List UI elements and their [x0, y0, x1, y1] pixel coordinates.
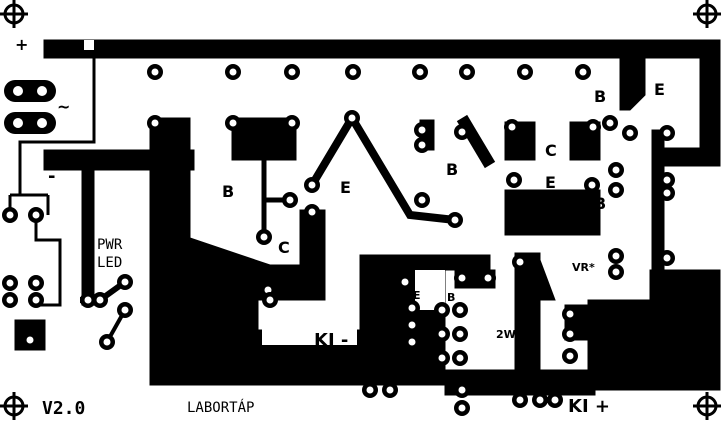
pad-drill-hole — [386, 386, 394, 394]
pad-drill-hole — [456, 306, 464, 314]
pad-drill-hole — [521, 68, 529, 76]
solder-pads — [4, 80, 56, 134]
mounting-holes — [0, 0, 721, 420]
pad-drill-hole — [612, 166, 620, 174]
pad-drill-hole — [32, 296, 40, 304]
pad-drill-hole — [6, 296, 14, 304]
through-hole-pads — [2, 64, 675, 416]
pad-drill-hole — [151, 119, 159, 127]
input-minus-label: - — [48, 166, 55, 187]
pad-drill-hole — [260, 233, 268, 241]
pad-drill-hole — [458, 386, 466, 394]
output-plus-label: KI + — [568, 396, 610, 417]
t5-b-label: B — [447, 291, 455, 304]
pad-drill-hole — [229, 68, 237, 76]
t3-e-label: E — [654, 80, 665, 99]
pad-drill-hole — [663, 189, 671, 197]
pad-drill-hole — [508, 123, 516, 131]
pad-drill-hole — [458, 404, 466, 412]
pad-drill-hole — [288, 68, 296, 76]
pad-drill-hole — [418, 141, 426, 149]
resistor-rating-label: 2W — [496, 328, 516, 341]
pad-drill-hole — [401, 278, 409, 286]
pad-drill-hole — [408, 304, 416, 312]
t5-c-label: C — [436, 374, 444, 387]
pad-drill-hole — [286, 196, 294, 204]
pad-drill-hole — [308, 181, 316, 189]
version-label: V2.0 — [42, 398, 85, 419]
pad-drill-hole — [438, 330, 446, 338]
ac-symbol: ~ — [57, 97, 70, 116]
pad-drill-hole — [612, 186, 620, 194]
pad-drill-hole — [612, 252, 620, 260]
pad-drill-hole — [451, 216, 459, 224]
pad-drill-hole — [589, 123, 597, 131]
pad-drill-hole — [266, 296, 274, 304]
pad-drill-hole — [456, 330, 464, 338]
pad-drill-hole — [663, 254, 671, 262]
pad-drill-hole — [566, 310, 574, 318]
pad-drill-hole — [626, 129, 634, 137]
pad-drill-hole — [606, 119, 614, 127]
t2-b-label: B — [446, 160, 458, 179]
pad-drill-hole — [418, 196, 426, 204]
pad-drill-hole — [438, 306, 446, 314]
t1-c-label: C — [278, 238, 290, 257]
pad-drill-hole — [229, 119, 237, 127]
t1-b-label: B — [222, 182, 234, 201]
t1-e-label: E — [340, 178, 351, 197]
pad-drill-hole — [96, 296, 104, 304]
pad-drill-hole — [103, 338, 111, 346]
pad-drill-hole — [566, 352, 574, 360]
t2-e-label: E — [545, 173, 556, 192]
pad-drill-hole — [663, 129, 671, 137]
pad-drill-hole — [612, 268, 620, 276]
input-plus-label: + — [15, 35, 28, 54]
t2-c-label: C — [545, 141, 557, 160]
pad-drill-hole — [458, 128, 466, 136]
pad-drill-hole — [484, 274, 492, 282]
pad-drill-hole — [463, 68, 471, 76]
pad-drill-hole — [32, 279, 40, 287]
pad-drill-hole — [536, 396, 544, 404]
pad-drill-hole — [121, 306, 129, 314]
pad-drill-hole — [566, 330, 574, 338]
led-label: LED — [97, 255, 122, 271]
pad-drill-hole — [366, 386, 374, 394]
pad-drill-hole — [151, 68, 159, 76]
pad-drill-hole — [349, 68, 357, 76]
pad-drill-hole — [516, 396, 524, 404]
pwr-label: PWR — [97, 237, 123, 253]
pad-drill-hole — [579, 68, 587, 76]
pad-drill-hole — [408, 321, 416, 329]
pad-drill-hole — [456, 354, 464, 362]
pad-drill-hole — [663, 176, 671, 184]
output-minus-label: KI - — [314, 330, 348, 351]
pad-drill-hole — [84, 296, 92, 304]
pad-drill-hole — [510, 176, 518, 184]
t3-b-label: B — [594, 87, 606, 106]
pad-drill-hole — [551, 396, 559, 404]
pad-drill-hole — [6, 211, 14, 219]
pad-drill-hole — [6, 279, 14, 287]
pad-drill-hole — [588, 181, 596, 189]
pad-drill-hole — [458, 274, 466, 282]
pad-drill-hole — [308, 208, 316, 216]
pad-drill-hole — [348, 114, 356, 122]
board-name-label: LABORTÁP — [187, 399, 254, 416]
t4-b-label: B — [594, 194, 606, 213]
pad-drill-hole — [288, 119, 296, 127]
trimmer-label: VR* — [572, 261, 595, 274]
pad-drill-hole — [418, 126, 426, 134]
pad-drill-hole — [438, 354, 446, 362]
pad-drill-hole — [26, 336, 34, 344]
pad-drill-hole — [264, 286, 272, 294]
pad-drill-hole — [416, 68, 424, 76]
pad-drill-hole — [516, 258, 524, 266]
pad-drill-hole — [408, 338, 416, 346]
pad-drill-hole — [32, 211, 40, 219]
t5-e-label: E — [413, 289, 421, 302]
pad-drill-hole — [121, 278, 129, 286]
